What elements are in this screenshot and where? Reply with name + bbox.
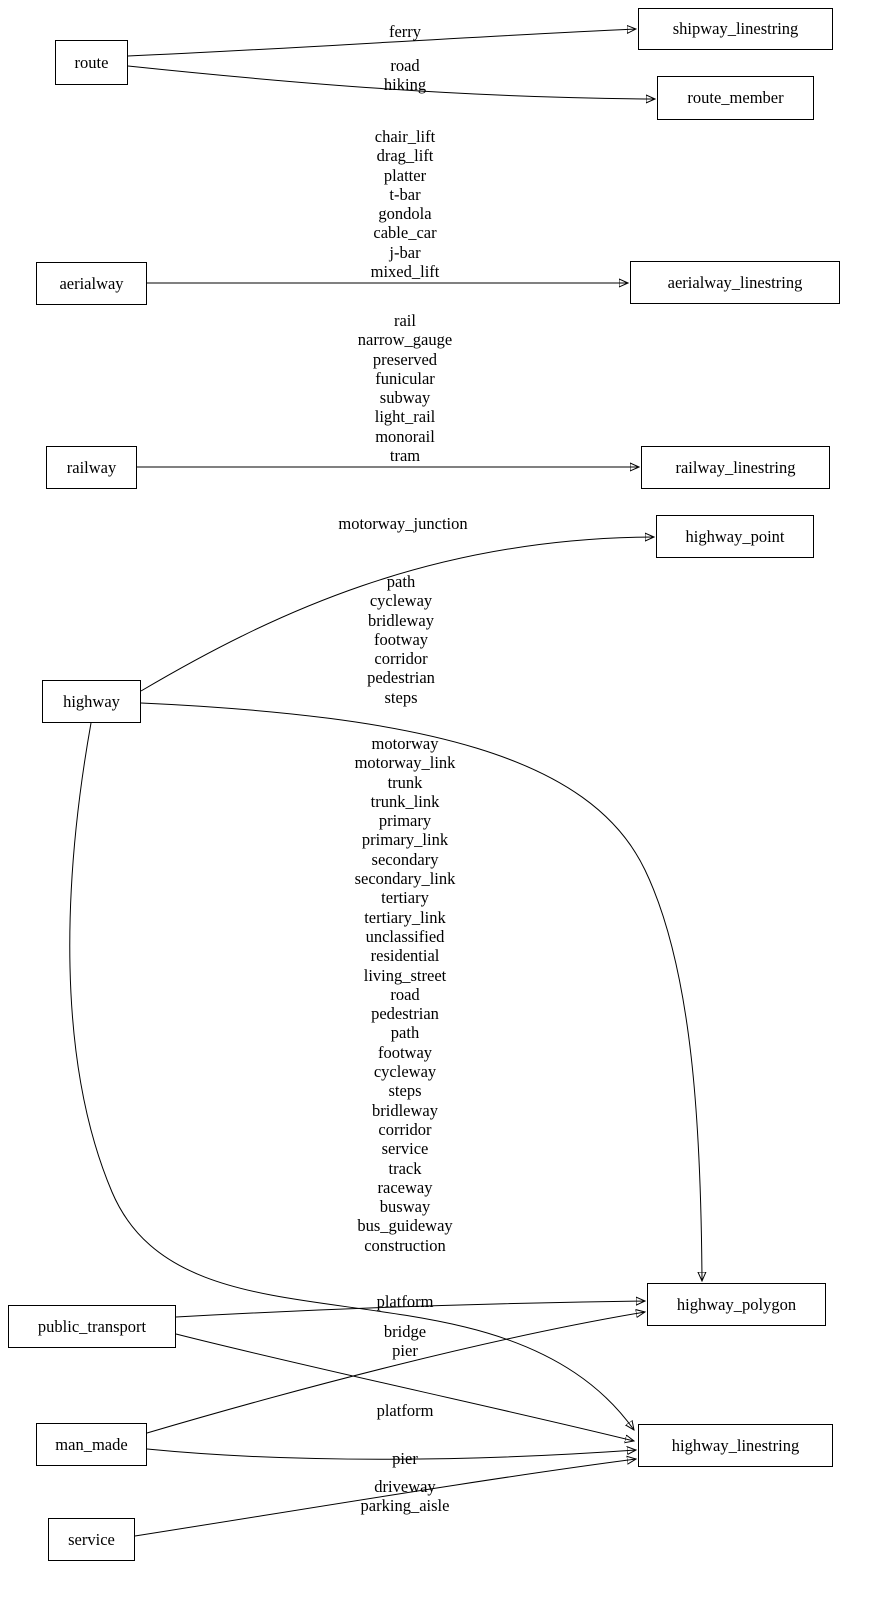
edge-label-motorway-junction: motorway_junction bbox=[338, 514, 468, 533]
edge-label-pier: pier bbox=[392, 1449, 418, 1468]
edge-highway-to-highway-polygon bbox=[140, 702, 702, 1281]
node-railway: railway bbox=[46, 446, 137, 489]
edge-route-to-shipway-linestring bbox=[127, 29, 636, 57]
node-aerialway: aerialway bbox=[36, 262, 147, 305]
node-highway: highway bbox=[42, 680, 141, 723]
edge-highway-to-highway-point bbox=[140, 537, 654, 692]
node-route: route bbox=[55, 40, 128, 85]
edge-public-transport-to-highway-linestring bbox=[175, 1333, 634, 1441]
edge-label-bridge-pier: bridge pier bbox=[383, 1322, 427, 1361]
edge-label-road-hiking: road hiking bbox=[383, 56, 427, 95]
node-route-member: route_member bbox=[657, 76, 814, 120]
edge-label-highway-polygon-types: path cycleway bridleway footway corridor… bbox=[367, 572, 435, 707]
node-service: service bbox=[48, 1518, 135, 1561]
edge-label-ferry: ferry bbox=[388, 22, 422, 41]
node-highway-linestring: highway_linestring bbox=[638, 1424, 833, 1467]
edge-public-transport-to-highway-polygon bbox=[175, 1301, 645, 1318]
node-highway-point: highway_point bbox=[656, 515, 814, 558]
edge-label-highway-linestring-types: motorway motorway_link trunk trunk_link … bbox=[354, 734, 456, 1255]
edge-service-to-highway-linestring bbox=[134, 1459, 636, 1537]
edge-man-made-to-highway-polygon bbox=[146, 1312, 645, 1434]
edge-label-driveway-parking-aisle: driveway parking_aisle bbox=[360, 1477, 450, 1516]
edge-label-railway-types: rail narrow_gauge preserved funicular su… bbox=[357, 311, 453, 466]
node-shipway-linestring: shipway_linestring bbox=[638, 8, 833, 50]
node-public-transport: public_transport bbox=[8, 1305, 176, 1348]
node-man-made: man_made bbox=[36, 1423, 147, 1466]
node-railway-linestring: railway_linestring bbox=[641, 446, 830, 489]
edge-highway-to-highway-linestring bbox=[69, 722, 634, 1430]
edge-man-made-to-highway-linestring bbox=[146, 1449, 636, 1460]
node-highway-polygon: highway_polygon bbox=[647, 1283, 826, 1326]
edge-route-to-route-member bbox=[127, 65, 655, 99]
node-aerialway-linestring: aerialway_linestring bbox=[630, 261, 840, 304]
edge-label-aerialway-types: chair_lift drag_lift platter t-bar gondo… bbox=[370, 127, 440, 282]
edge-label-platform-polygon: platform bbox=[376, 1292, 434, 1311]
edge-label-platform-linestring: platform bbox=[376, 1401, 434, 1420]
